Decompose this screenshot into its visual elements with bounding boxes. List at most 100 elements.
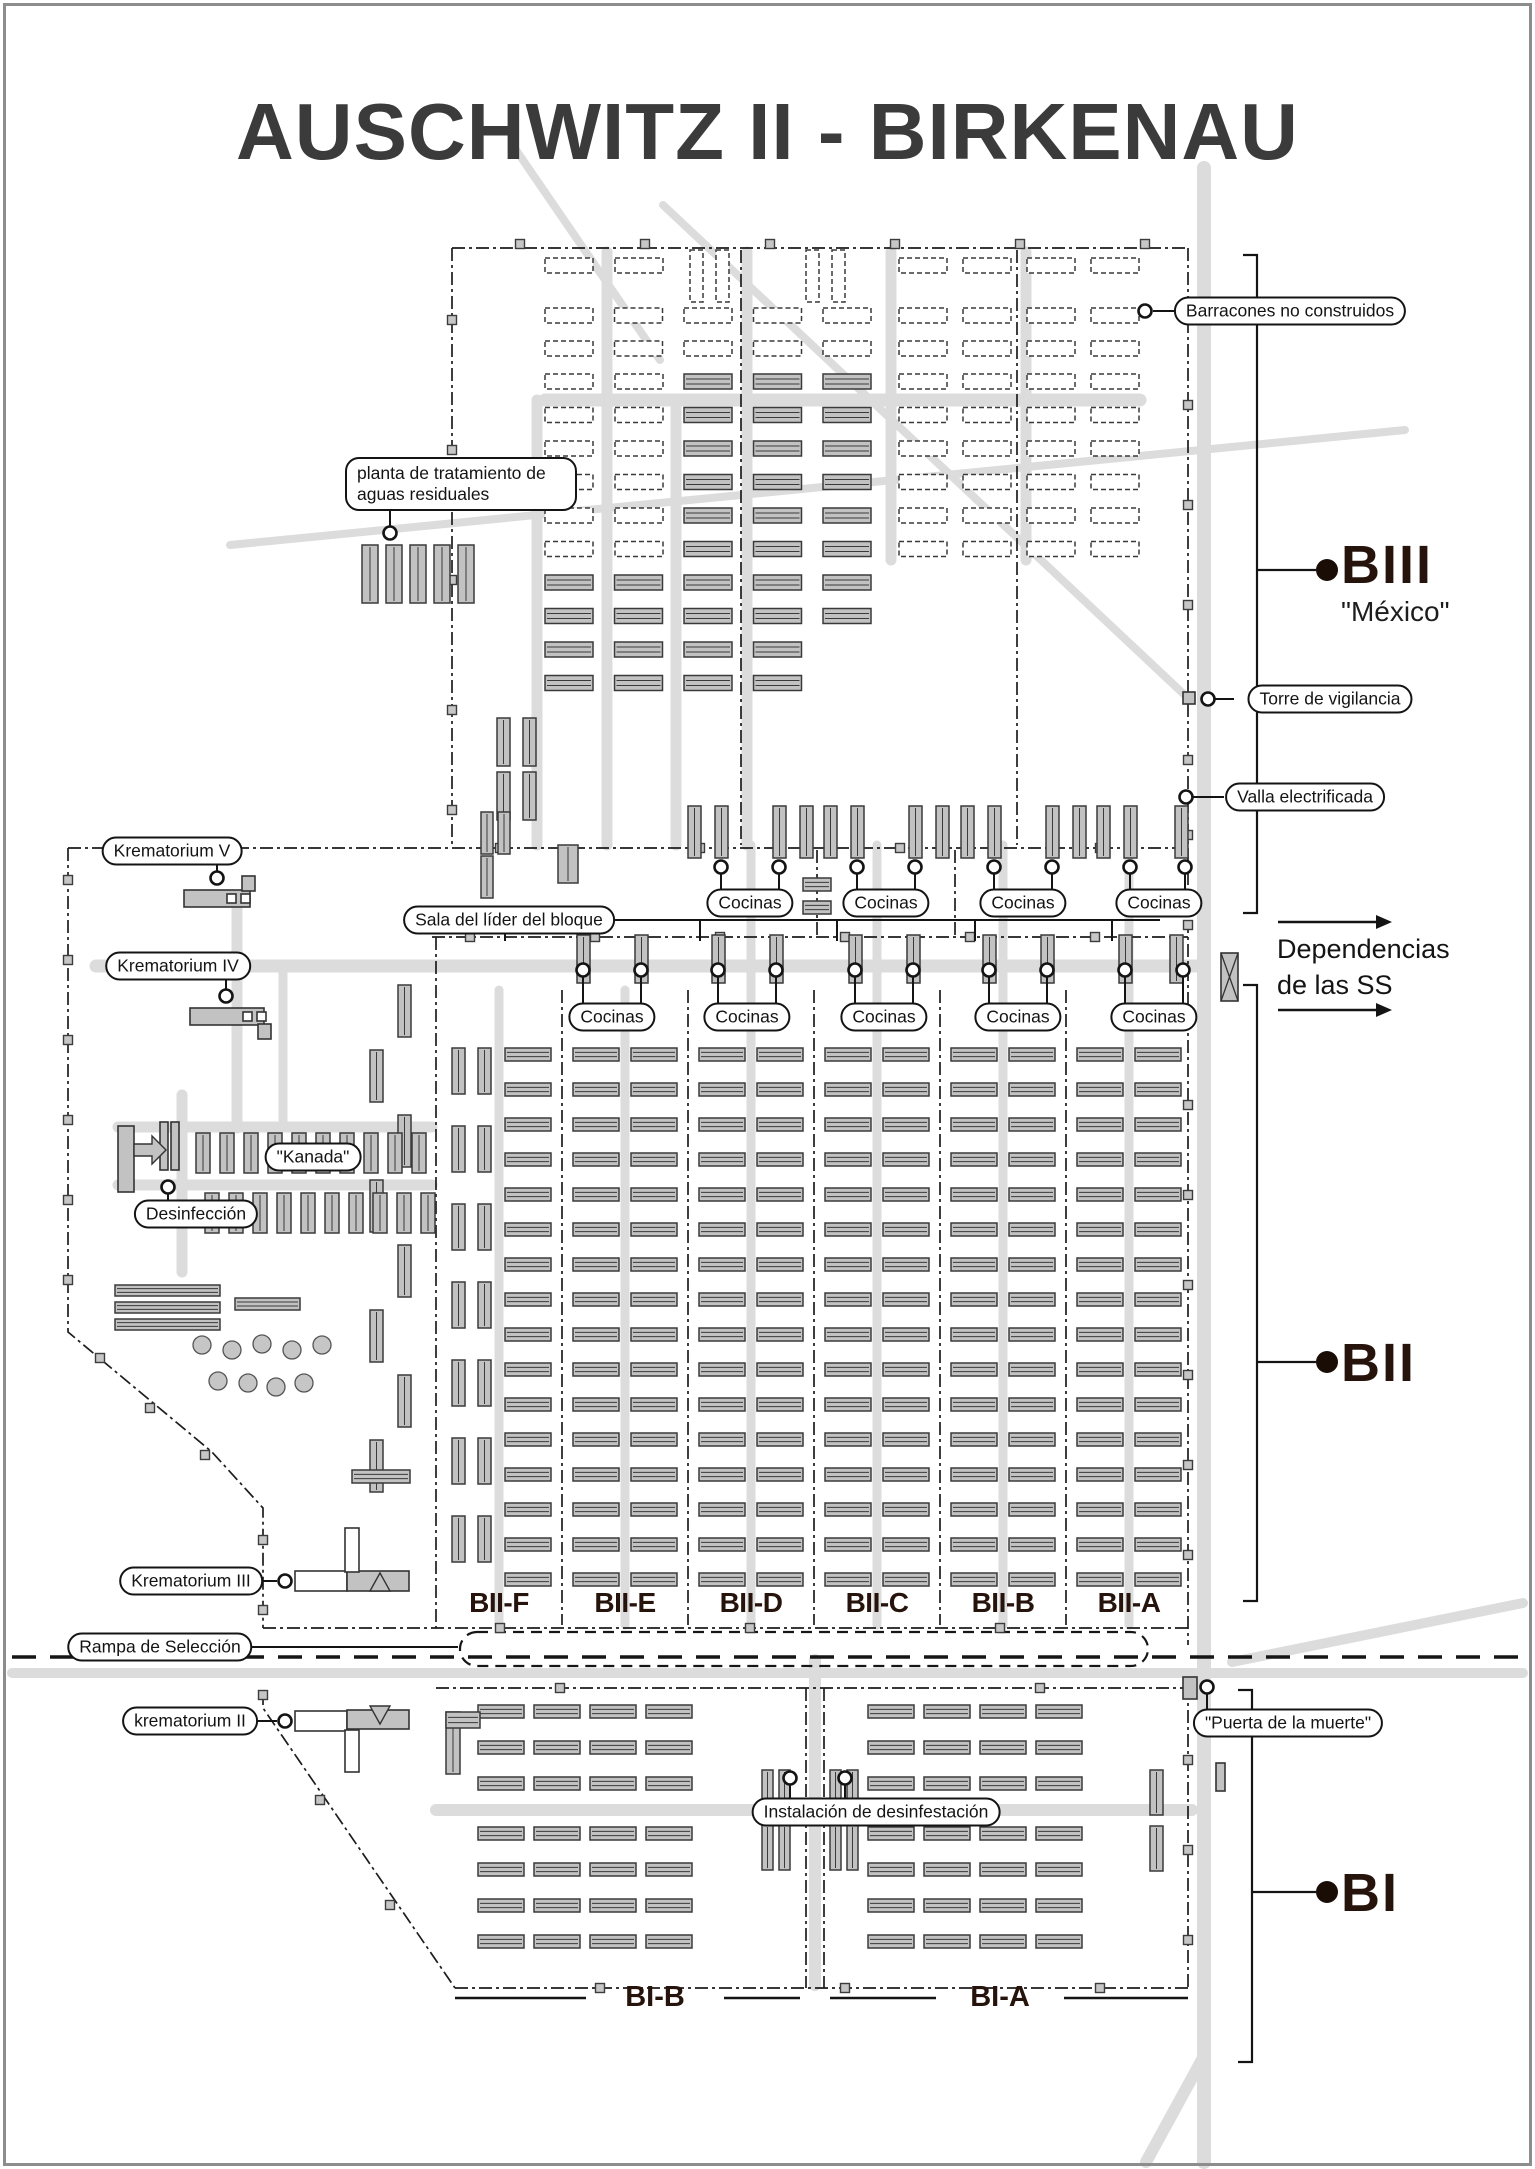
- section-label-bi: BI: [1341, 1863, 1399, 1923]
- barrack: [630, 1362, 678, 1377]
- barrack: [1134, 1152, 1182, 1167]
- label-bubble-sala-lider-bloque: Sala del líder del bloque: [403, 905, 615, 935]
- barrack: [613, 674, 664, 692]
- barrack: [1134, 1432, 1182, 1447]
- barrack: [867, 1776, 915, 1791]
- barrack: [802, 877, 832, 892]
- building: [189, 1007, 265, 1026]
- barrack: [630, 1152, 678, 1167]
- fence-post: [94, 1352, 106, 1364]
- barrack: [1134, 1537, 1182, 1552]
- fence-post: [446, 704, 458, 716]
- label-bubble-rampa-seleccion: Rampa de Selección: [67, 1632, 253, 1662]
- barrack: [698, 1467, 746, 1482]
- fence-post: [62, 874, 74, 886]
- barrack: [882, 1432, 930, 1447]
- barrack: [923, 1862, 971, 1877]
- fence-post: [62, 1194, 74, 1206]
- barrack-planned: [898, 373, 948, 390]
- leader-marker: [277, 1713, 293, 1729]
- barrack: [683, 641, 733, 658]
- barrack: [802, 900, 832, 915]
- label-bubble-cocinas-2b: Cocinas: [703, 1002, 791, 1032]
- barrack-planned: [1090, 507, 1140, 524]
- barrack: [504, 1222, 552, 1237]
- fence-post: [1182, 399, 1194, 411]
- barrack: [572, 1572, 620, 1587]
- ss-dependencies-line1: Dependencias: [1277, 934, 1450, 964]
- barrack: [445, 1711, 481, 1729]
- barrack: [645, 1826, 693, 1841]
- barrack: [979, 1776, 1027, 1791]
- section-label-biii: BIII: [1341, 535, 1434, 595]
- barrack: [752, 607, 803, 625]
- label-bubble-krematorium-ii: krematorium II: [122, 1706, 258, 1736]
- label-bubble-cocinas-1a: Cocinas: [706, 888, 794, 918]
- pond: [238, 1373, 258, 1393]
- barrack-planned: [1026, 257, 1076, 274]
- barrack: [504, 1082, 552, 1097]
- barrack: [923, 1740, 971, 1755]
- label-bubble-puerta-muerte: "Puerta de la muerte": [1192, 1708, 1384, 1738]
- building: [1182, 1676, 1198, 1700]
- barrack-planned: [614, 507, 664, 524]
- pond: [282, 1340, 302, 1360]
- barrack: [824, 1327, 872, 1342]
- section-bullet: [1316, 559, 1338, 581]
- fence-post: [257, 1604, 269, 1616]
- subsection-label-bii-d: BII-D: [719, 1587, 783, 1618]
- barrack: [867, 1704, 915, 1719]
- barrack: [824, 1222, 872, 1237]
- barrack-planned: [805, 249, 820, 303]
- barrack: [698, 1222, 746, 1237]
- barrack: [979, 1898, 1027, 1913]
- ss-gate-cross: [1220, 952, 1239, 1002]
- leader-marker: [1117, 962, 1133, 978]
- fence-post: [1182, 1754, 1194, 1766]
- barrack: [822, 540, 872, 558]
- barrack: [867, 1898, 915, 1913]
- barrack-planned: [962, 373, 1012, 390]
- barrack: [698, 1362, 746, 1377]
- barrack: [1134, 1222, 1182, 1237]
- barrack: [756, 1292, 804, 1307]
- barrack: [683, 674, 733, 692]
- barrack: [683, 507, 733, 524]
- barrack-planned: [1090, 406, 1140, 424]
- barrack: [1134, 1257, 1182, 1272]
- barrack: [504, 1572, 552, 1587]
- road: [512, 146, 664, 364]
- barrack: [1008, 1222, 1056, 1237]
- barrack-planned: [822, 340, 872, 357]
- label-bubble-cocinas-1d: Cocinas: [1115, 888, 1203, 918]
- barrack: [882, 1362, 930, 1377]
- barrack-planned: [544, 373, 594, 390]
- barrack: [882, 1327, 930, 1342]
- barrack: [1076, 1362, 1124, 1377]
- barrack: [824, 1572, 872, 1587]
- barrack: [824, 1047, 872, 1062]
- building: [1182, 691, 1196, 705]
- barrack-planned: [683, 307, 733, 324]
- barrack: [950, 1047, 998, 1062]
- barrack: [1134, 1397, 1182, 1412]
- barrack-planned: [1026, 340, 1076, 357]
- leader-marker: [710, 962, 726, 978]
- barrack: [504, 1327, 552, 1342]
- barrack: [683, 540, 733, 558]
- barrack: [950, 1187, 998, 1202]
- leader-marker: [633, 962, 649, 978]
- barrack-planned: [962, 307, 1012, 324]
- barrack: [589, 1826, 637, 1841]
- ss-dependencies-line2: de las SS: [1277, 970, 1393, 1001]
- pond: [266, 1377, 286, 1397]
- leader-marker: [1200, 691, 1216, 707]
- barrack: [1035, 1898, 1083, 1913]
- fence-post: [894, 842, 906, 854]
- barrack: [822, 574, 872, 591]
- barrack: [613, 641, 664, 658]
- barrack-planned: [1090, 373, 1140, 390]
- barrack: [824, 1257, 872, 1272]
- barrack: [824, 1537, 872, 1552]
